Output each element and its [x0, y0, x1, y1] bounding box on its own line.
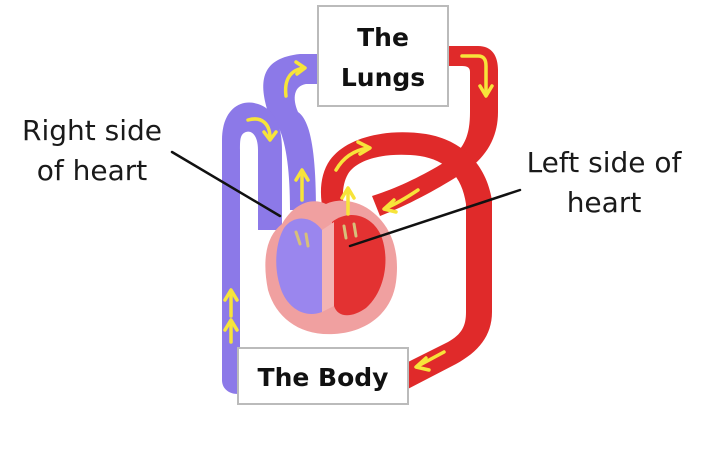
- pulmonary-artery: [263, 54, 330, 112]
- heart-valves: [294, 222, 358, 248]
- heart-left-chamber: [332, 215, 386, 316]
- right-heart-leader-line: [170, 150, 282, 218]
- arrow-pulmonary-trunk-head: [294, 168, 310, 182]
- valve-mark: [352, 222, 358, 238]
- arrow-to-lungs: [283, 66, 306, 98]
- flow-arrows: [223, 54, 494, 372]
- deoxygenated-vessels: [222, 54, 330, 394]
- leader-lines: [170, 150, 522, 248]
- lungs-label-line-1: The: [357, 23, 409, 52]
- arrow-pulmonary-vein: [460, 54, 488, 96]
- arrow-into-left-heart-head: [382, 198, 398, 214]
- heart: [265, 200, 397, 335]
- body-box-frame: [237, 347, 409, 405]
- arrow-aorta-arch: [334, 146, 370, 172]
- left-heart-label: Left side of heart: [527, 146, 683, 219]
- arrow-aorta-arch-head: [356, 140, 372, 156]
- valve-mark: [342, 224, 348, 240]
- arrow-vena-cava-top: [246, 117, 272, 140]
- arrow-vena-cava-2-head: [223, 318, 239, 332]
- arrow-vena-cava-1-head: [223, 288, 239, 302]
- arrow-to-lungs-head: [294, 60, 307, 76]
- right-heart-label-line-1: Right side: [22, 114, 162, 147]
- right-heart-label-line-2: of heart: [37, 154, 148, 187]
- lungs-box: The Lungs: [317, 5, 449, 107]
- heart-septum: [322, 222, 334, 312]
- vena-cava: [222, 102, 282, 394]
- arrow-pulmonary-vein-head: [478, 84, 494, 98]
- lungs-box-frame: [317, 5, 449, 107]
- aorta: [320, 132, 492, 392]
- valve-mark: [304, 232, 310, 248]
- heart-right-chamber: [276, 218, 322, 314]
- pulmonary-artery-trunk: [268, 112, 316, 210]
- arrow-aorta-up-head: [340, 186, 356, 200]
- body-box: The Body: [237, 347, 409, 405]
- arrow-to-body-head: [414, 356, 431, 372]
- left-heart-leader-line: [348, 188, 522, 248]
- body-label: The Body: [258, 363, 389, 392]
- left-heart-label-line-1: Left side of: [527, 146, 683, 179]
- right-heart-label: Right side of heart: [22, 114, 162, 187]
- valve-mark: [294, 230, 302, 246]
- arrow-to-body: [416, 350, 446, 368]
- lungs-label-line-2: Lungs: [341, 63, 425, 92]
- arrow-vena-cava-top-head: [262, 130, 278, 142]
- left-heart-label-line-2: heart: [567, 186, 642, 219]
